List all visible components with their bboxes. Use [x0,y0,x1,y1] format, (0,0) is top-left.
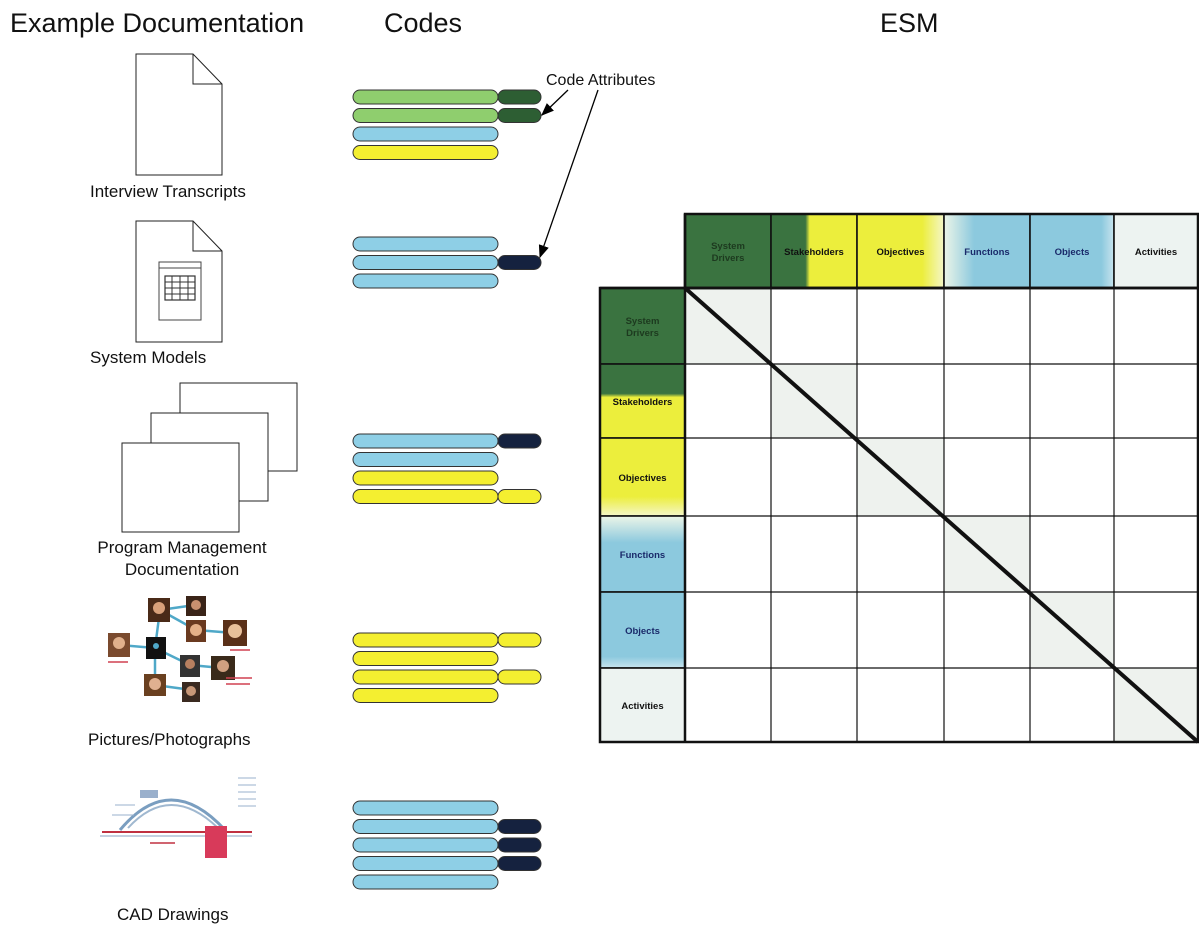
esm-column-header: ESM [880,8,939,38]
code-bars-group [352,89,542,890]
esm-row-label: Objectives [618,473,666,484]
esm-column-header [856,213,945,289]
esm-row-label: Functions [620,550,665,561]
code-attribute-bar [497,856,542,871]
code-attribute-arrows [538,89,599,259]
code-bar [352,108,499,123]
code-bar [352,874,499,890]
code-bar [352,632,499,648]
code-bar [352,452,499,467]
code-attributes-label: Code Attributes [546,72,656,89]
esm-column-label: Objects [1055,247,1090,258]
esm-column-label: Functions [964,247,1009,258]
code-attribute-bar [497,89,542,105]
code-attribute-bar [497,837,542,853]
esm-column-header [943,213,1031,289]
code-bar [352,489,499,504]
program-management-label-line2: Documentation [124,560,240,579]
code-bar [352,126,499,142]
photo-network-icon [108,596,252,702]
code-attribute-bar [497,669,542,685]
program-management-label-line1: Program Management [97,538,267,557]
code-bar [352,688,499,703]
code-bar [352,89,499,105]
esm-row-label: Drivers [626,328,659,339]
esm-row-label: Objects [625,626,660,637]
codes-column-header: Codes [384,8,463,38]
esm-row-label: Activities [621,701,663,712]
code-attribute-bar [497,489,542,504]
spreadsheet-document-icon [135,220,223,343]
code-bar [352,819,499,834]
esm-row-label: Stakeholders [613,397,673,408]
code-bar [352,145,499,160]
esm-diagonal-line [683,286,1199,744]
code-bar [352,433,499,449]
code-bar [352,470,499,486]
code-bar [352,651,499,666]
document-page-icon [135,53,223,176]
esm-row-header [599,591,686,669]
code-attribute-bar [497,255,542,270]
esm-column-label: System [711,241,745,252]
documentation-column-header: Example Documentation [10,8,305,38]
esm-column-label: Objectives [876,247,924,258]
program-management-label: Program Management Documentation [84,537,280,581]
interview-transcripts-label: Interview Transcripts [90,182,246,201]
esm-column-label: Drivers [712,253,745,264]
code-bar [352,856,499,871]
code-attribute-bar [497,433,542,449]
cad-drawings-label: CAD Drawings [117,905,229,924]
esm-column-label: Activities [1135,247,1177,258]
pictures-photographs-label: Pictures/Photographs [88,730,251,749]
system-models-label: System Models [90,348,207,367]
esm-column-header [770,213,858,289]
code-bar [352,669,499,685]
code-attribute-bar [497,108,542,123]
code-bar [352,837,499,853]
code-bar [352,236,499,252]
code-bar [352,255,499,270]
cad-drawing-icon [100,777,256,858]
code-bar [352,800,499,816]
code-attribute-bar [497,632,542,648]
code-bar [352,273,499,289]
esm-row-label: System [626,316,660,327]
code-attribute-bar [497,819,542,834]
stacked-pages-icon [121,382,298,533]
esm-column-label: Stakeholders [784,247,844,258]
